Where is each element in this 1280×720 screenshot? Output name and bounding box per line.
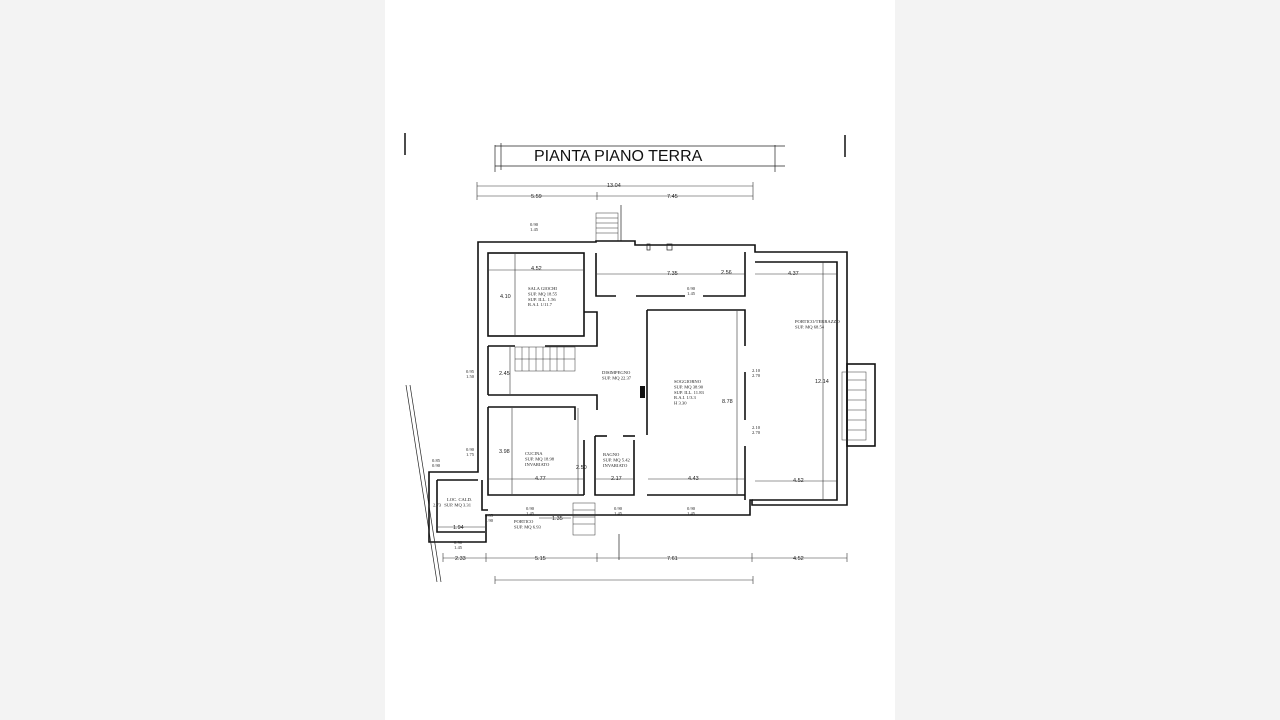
svg-text:5.15: 5.15 [535, 556, 546, 562]
portico-stairs [572, 502, 620, 560]
svg-text:4.10: 4.10 [500, 294, 511, 300]
svg-text:4.77: 4.77 [535, 476, 546, 482]
dimensions-interior: 4.52 4.10 7.35 2.56 4.37 12.14 2.45 8.78… [438, 254, 837, 531]
dimensions-bottom: 2.33 5.15 7.61 4.52 [442, 553, 848, 584]
svg-text:0.85: 0.85 [485, 513, 494, 518]
dim-overall-top: 13.04 [607, 183, 621, 189]
title-block: PIANTA PIANO TERRA [494, 143, 785, 172]
label-portico-terrazzo: PORTICO/TERRAZZO SUP. MQ 68.54 [795, 319, 841, 329]
svg-text:8.78: 8.78 [722, 399, 733, 405]
label-loc-cald: LOC. CALD. 2.73 SUP. MQ 3.31 [433, 497, 473, 507]
outer-walls [428, 240, 848, 543]
svg-text:1.45: 1.45 [687, 511, 696, 516]
svg-text:0.90: 0.90 [614, 506, 623, 511]
svg-text:1.94: 1.94 [453, 525, 464, 531]
svg-text:0.95: 0.95 [466, 369, 475, 374]
inner-walls [436, 243, 838, 533]
svg-text:2.33: 2.33 [455, 556, 466, 562]
label-bagno: BAGNO SUP. MQ 5.42 INVARIATO [603, 452, 631, 468]
svg-text:0.90: 0.90 [687, 506, 696, 511]
svg-text:4.52: 4.52 [793, 478, 804, 484]
svg-text:1.45: 1.45 [526, 511, 535, 516]
svg-text:2.50: 2.50 [576, 465, 587, 471]
plan-title: PIANTA PIANO TERRA [534, 148, 703, 165]
porch-stairs [841, 363, 876, 447]
svg-text:0.85: 0.85 [432, 458, 441, 463]
svg-text:1.45: 1.45 [687, 291, 696, 296]
label-portico: PORTICO SUP. MQ 6.93 [514, 519, 542, 529]
label-disimpegno: DISIMPEGNO SUP. MQ 22.37 [602, 370, 632, 380]
svg-text:1.35: 1.35 [552, 516, 563, 522]
svg-text:0.90: 0.90 [526, 506, 535, 511]
svg-text:1.45: 1.45 [614, 511, 623, 516]
svg-text:4.52: 4.52 [531, 266, 542, 272]
top-entry-stairs [595, 205, 622, 242]
svg-text:0.90: 0.90 [530, 222, 539, 227]
svg-text:4.43: 4.43 [688, 476, 699, 482]
svg-text:1.90: 1.90 [485, 518, 494, 523]
dim-top-left: 5.59 [531, 194, 542, 200]
svg-text:0.90: 0.90 [432, 463, 441, 468]
svg-text:7.61: 7.61 [667, 556, 678, 562]
floor-plan: PIANTA PIANO TERRA 13.04 5.59 7.45 [404, 133, 876, 584]
svg-text:1.45: 1.45 [454, 545, 463, 550]
svg-text:0.90: 0.90 [466, 447, 475, 452]
room-sala-giochi [487, 252, 585, 337]
svg-text:0.90: 0.90 [687, 286, 696, 291]
svg-text:4.52: 4.52 [793, 556, 804, 562]
window-dimensions: 0.90 1.45 0.95 1.50 0.90 1.75 0.85 0.90 … [432, 222, 761, 550]
svg-text:7.35: 7.35 [667, 271, 678, 277]
label-cucina: CUCINA SUP. MQ 18.98 INVARIATO [525, 451, 555, 467]
boundary-line-b [409, 384, 442, 583]
interior-stair [514, 346, 576, 372]
svg-text:2.70: 2.70 [752, 373, 761, 378]
drawing-sheet: PIANTA PIANO TERRA 13.04 5.59 7.45 [385, 0, 895, 720]
label-soggiorno: SOGGIORNO SUP. MQ 38.90 SUP. ILL. 11.83 … [674, 379, 705, 406]
svg-text:4.37: 4.37 [788, 271, 799, 277]
dimensions-top: 13.04 5.59 7.45 [476, 182, 754, 200]
svg-text:1.50: 1.50 [466, 374, 475, 379]
svg-text:0.90: 0.90 [454, 540, 463, 545]
svg-text:2.56: 2.56 [721, 270, 732, 276]
svg-text:12.14: 12.14 [815, 379, 829, 385]
svg-text:2.17: 2.17 [611, 476, 622, 482]
svg-text:1.45: 1.45 [530, 227, 539, 232]
dim-top-right: 7.45 [667, 194, 678, 200]
label-sala-giochi: SALA GIOCHI SUP. MQ 18.55 SUP. ILL. 1.56… [528, 286, 558, 307]
svg-text:2.45: 2.45 [499, 371, 510, 377]
boundary-line-a [405, 384, 438, 583]
svg-text:2.70: 2.70 [752, 430, 761, 435]
svg-text:2.10: 2.10 [752, 425, 761, 430]
svg-text:3.98: 3.98 [499, 449, 510, 455]
svg-text:2.10: 2.10 [752, 368, 761, 373]
svg-text:1.75: 1.75 [466, 452, 475, 457]
